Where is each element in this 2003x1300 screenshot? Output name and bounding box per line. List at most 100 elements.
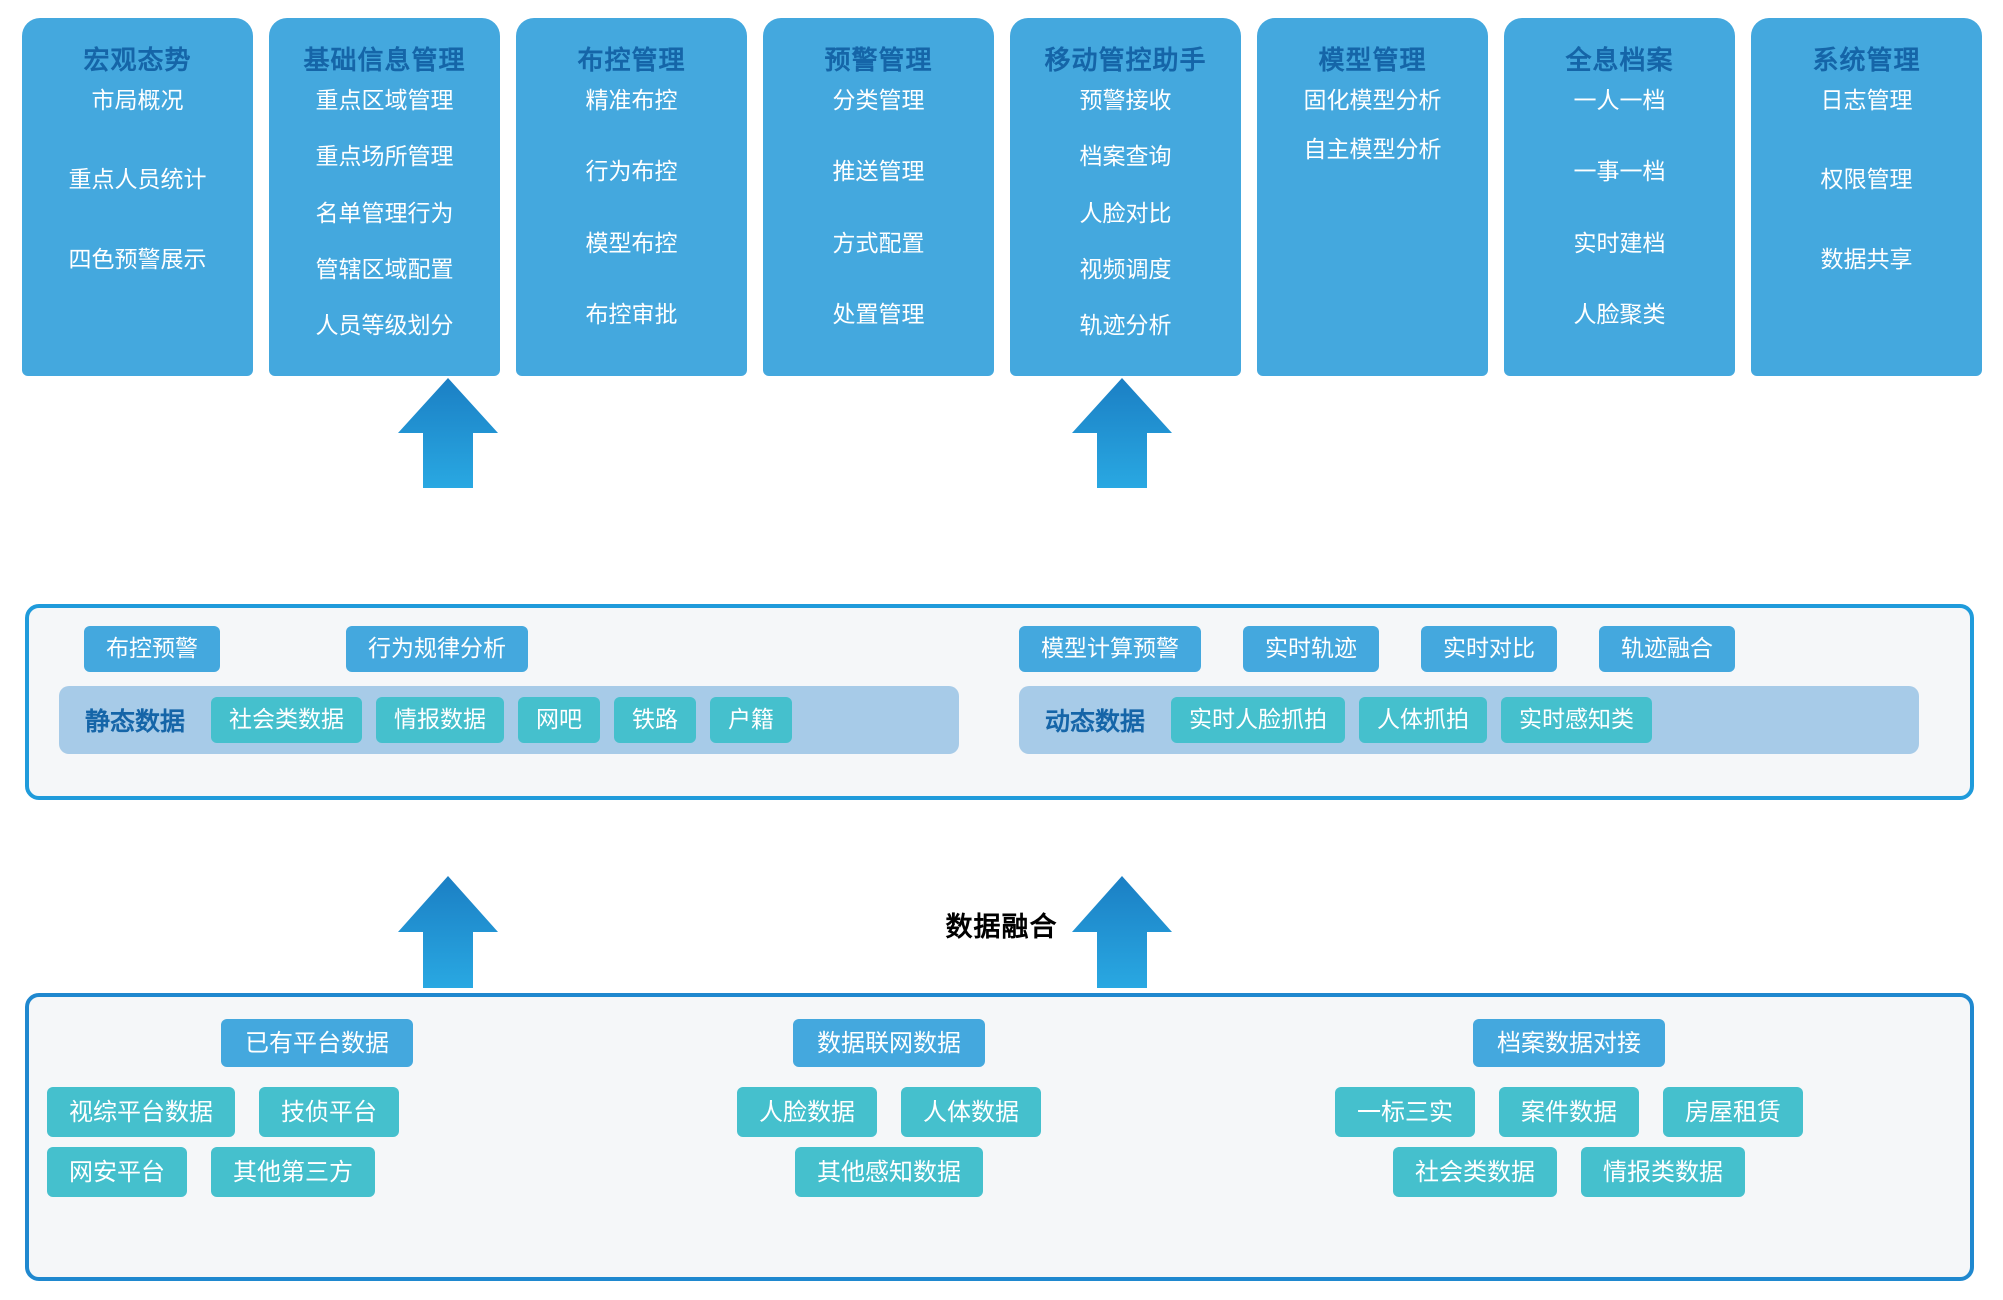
source-chip[interactable]: 其他感知数据 [795, 1147, 983, 1197]
module-item[interactable]: 档案查询 [1079, 144, 1172, 171]
module-item-list: 精准布控行为布控模型布控布控审批 [522, 85, 741, 366]
source-chip[interactable]: 视综平台数据 [47, 1087, 235, 1137]
arrow-up-to-model [1072, 378, 1172, 488]
module-item[interactable]: 方式配置 [832, 230, 925, 257]
data-fusion-label: 数据融合 [945, 912, 1058, 943]
source-group-header[interactable]: 数据联网数据 [793, 1019, 985, 1067]
module-title: 布控管理 [577, 46, 686, 76]
module-item[interactable]: 处置管理 [832, 301, 925, 328]
source-chip[interactable]: 网安平台 [47, 1147, 187, 1197]
arrow-up-to-static [398, 876, 498, 988]
capability-chip[interactable]: 行为规律分析 [346, 626, 528, 672]
module-card-6[interactable]: 全息档案一人一档一事一档实时建档人脸聚类 [1504, 18, 1735, 376]
module-item[interactable]: 行为布控 [585, 159, 678, 186]
source-chip[interactable]: 情报类数据 [1581, 1147, 1745, 1197]
module-item[interactable]: 管辖区域配置 [315, 256, 454, 283]
module-card-4[interactable]: 移动管控助手预警接收档案查询人脸对比视频调度轨迹分析 [1010, 18, 1241, 376]
module-card-2[interactable]: 布控管理精准布控行为布控模型布控布控审批 [516, 18, 747, 376]
module-item[interactable]: 人员等级划分 [315, 313, 454, 340]
static-capability-row: 布控预警 行为规律分析 [59, 626, 959, 672]
module-item[interactable]: 布控审批 [585, 301, 678, 328]
data-source-layer: 已有平台数据视综平台数据技侦平台网安平台其他第三方数据联网数据人脸数据人体数据其… [25, 993, 1974, 1281]
module-item-list: 一人一档一事一档实时建档人脸聚类 [1510, 85, 1729, 366]
source-chip-row: 视综平台数据技侦平台 [47, 1087, 587, 1137]
module-item[interactable]: 预警接收 [1079, 88, 1172, 114]
source-chip-rows: 视综平台数据技侦平台网安平台其他第三方 [47, 1087, 587, 1197]
source-group-header[interactable]: 已有平台数据 [221, 1019, 413, 1067]
module-title: 宏观态势 [83, 46, 192, 76]
module-item[interactable]: 人脸聚类 [1573, 301, 1666, 328]
fusion-analysis-layer: 布控预警行为规律分析 静态数据 社会类数据情报数据网吧铁路户籍 模型计算预警实时… [25, 604, 1974, 800]
capability-chip[interactable]: 轨迹融合 [1599, 626, 1735, 672]
module-title: 基础信息管理 [303, 46, 466, 76]
module-item[interactable]: 权限管理 [1820, 167, 1913, 194]
module-item[interactable]: 一事一档 [1573, 159, 1666, 186]
module-item[interactable]: 重点区域管理 [315, 88, 454, 114]
capability-chip[interactable]: 模型计算预警 [1019, 626, 1201, 672]
capability-chip[interactable]: 实时轨迹 [1243, 626, 1379, 672]
static-data-strip: 静态数据 社会类数据情报数据网吧铁路户籍 [59, 686, 959, 754]
data-source-chip[interactable]: 人体抓拍 [1359, 697, 1488, 743]
module-card-7[interactable]: 系统管理日志管理权限管理数据共享 [1751, 18, 1982, 376]
module-item[interactable]: 重点人员统计 [68, 167, 207, 194]
source-chip[interactable]: 其他第三方 [211, 1147, 375, 1197]
source-group-0: 已有平台数据视综平台数据技侦平台网安平台其他第三方 [47, 1019, 587, 1197]
module-title: 移动管控助手 [1044, 46, 1207, 76]
source-chip[interactable]: 技侦平台 [259, 1087, 399, 1137]
source-group-2: 档案数据对接一标三实案件数据房屋租赁社会类数据情报类数据 [1189, 1019, 1949, 1197]
module-item[interactable]: 分类管理 [832, 88, 925, 114]
data-source-chip[interactable]: 铁路 [614, 697, 697, 743]
data-source-chip[interactable]: 情报数据 [376, 697, 505, 743]
source-chip-rows: 一标三实案件数据房屋租赁社会类数据情报类数据 [1189, 1087, 1949, 1197]
source-chip[interactable]: 房屋租赁 [1663, 1087, 1803, 1137]
module-item[interactable]: 市局概况 [91, 88, 184, 114]
module-item[interactable]: 重点场所管理 [315, 144, 454, 171]
data-source-chip[interactable]: 网吧 [518, 697, 601, 743]
static-data-label: 静态数据 [85, 707, 186, 736]
module-item[interactable]: 视频调度 [1079, 256, 1172, 283]
data-source-chip[interactable]: 实时感知类 [1501, 697, 1653, 743]
module-item[interactable]: 人脸对比 [1079, 200, 1172, 227]
static-data-section: 布控预警 行为规律分析 静态数据 社会类数据情报数据网吧铁路户籍 [59, 626, 959, 786]
capability-chip[interactable]: 布控预警 [84, 626, 220, 672]
source-chip-row: 其他感知数据 [609, 1147, 1169, 1197]
capability-chip[interactable]: 实时对比 [1421, 626, 1557, 672]
module-item[interactable]: 精准布控 [585, 88, 678, 114]
source-chip[interactable]: 人体数据 [901, 1087, 1041, 1137]
module-card-1[interactable]: 基础信息管理重点区域管理重点场所管理名单管理行为管辖区域配置人员等级划分 [269, 18, 500, 376]
dynamic-data-strip: 动态数据 实时人脸抓拍人体抓拍实时感知类 [1019, 686, 1919, 754]
module-item[interactable]: 轨迹分析 [1079, 313, 1172, 340]
source-chip[interactable]: 社会类数据 [1393, 1147, 1557, 1197]
module-card-3[interactable]: 预警管理分类管理推送管理方式配置处置管理 [763, 18, 994, 376]
module-item-list: 分类管理推送管理方式配置处置管理 [769, 85, 988, 366]
source-group-1: 数据联网数据人脸数据人体数据其他感知数据 [609, 1019, 1169, 1197]
module-item[interactable]: 模型布控 [585, 230, 678, 257]
module-item[interactable]: 名单管理行为 [315, 200, 454, 227]
module-item[interactable]: 推送管理 [832, 159, 925, 186]
source-chip[interactable]: 人脸数据 [737, 1087, 877, 1137]
module-item[interactable]: 实时建档 [1573, 230, 1666, 257]
source-chip[interactable]: 案件数据 [1499, 1087, 1639, 1137]
application-layer: 宏观态势市局概况重点人员统计四色预警展示基础信息管理重点区域管理重点场所管理名单… [22, 18, 1982, 376]
module-item-list: 固化模型分析自主模型分析 [1263, 85, 1482, 366]
module-item[interactable]: 日志管理 [1820, 88, 1913, 114]
module-item-list: 重点区域管理重点场所管理名单管理行为管辖区域配置人员等级划分 [275, 85, 494, 366]
module-card-5[interactable]: 模型管理固化模型分析自主模型分析 [1257, 18, 1488, 376]
source-chip-row: 社会类数据情报类数据 [1189, 1147, 1949, 1197]
module-title: 预警管理 [824, 46, 933, 76]
module-item[interactable]: 数据共享 [1820, 246, 1913, 273]
module-card-0[interactable]: 宏观态势市局概况重点人员统计四色预警展示 [22, 18, 253, 376]
module-item[interactable]: 固化模型分析 [1303, 88, 1442, 114]
module-item-list: 日志管理权限管理数据共享 [1757, 85, 1976, 366]
data-source-chip[interactable]: 实时人脸抓拍 [1171, 697, 1346, 743]
source-group-header[interactable]: 档案数据对接 [1473, 1019, 1665, 1067]
module-item[interactable]: 自主模型分析 [1303, 137, 1442, 164]
data-source-chip[interactable]: 社会类数据 [211, 697, 363, 743]
source-chip-row: 网安平台其他第三方 [47, 1147, 587, 1197]
source-chip-row: 一标三实案件数据房屋租赁 [1189, 1087, 1949, 1137]
data-source-chip[interactable]: 户籍 [710, 697, 793, 743]
source-chip[interactable]: 一标三实 [1335, 1087, 1475, 1137]
module-item-list: 市局概况重点人员统计四色预警展示 [28, 85, 247, 366]
module-item[interactable]: 四色预警展示 [68, 246, 207, 273]
module-item[interactable]: 一人一档 [1573, 88, 1666, 114]
